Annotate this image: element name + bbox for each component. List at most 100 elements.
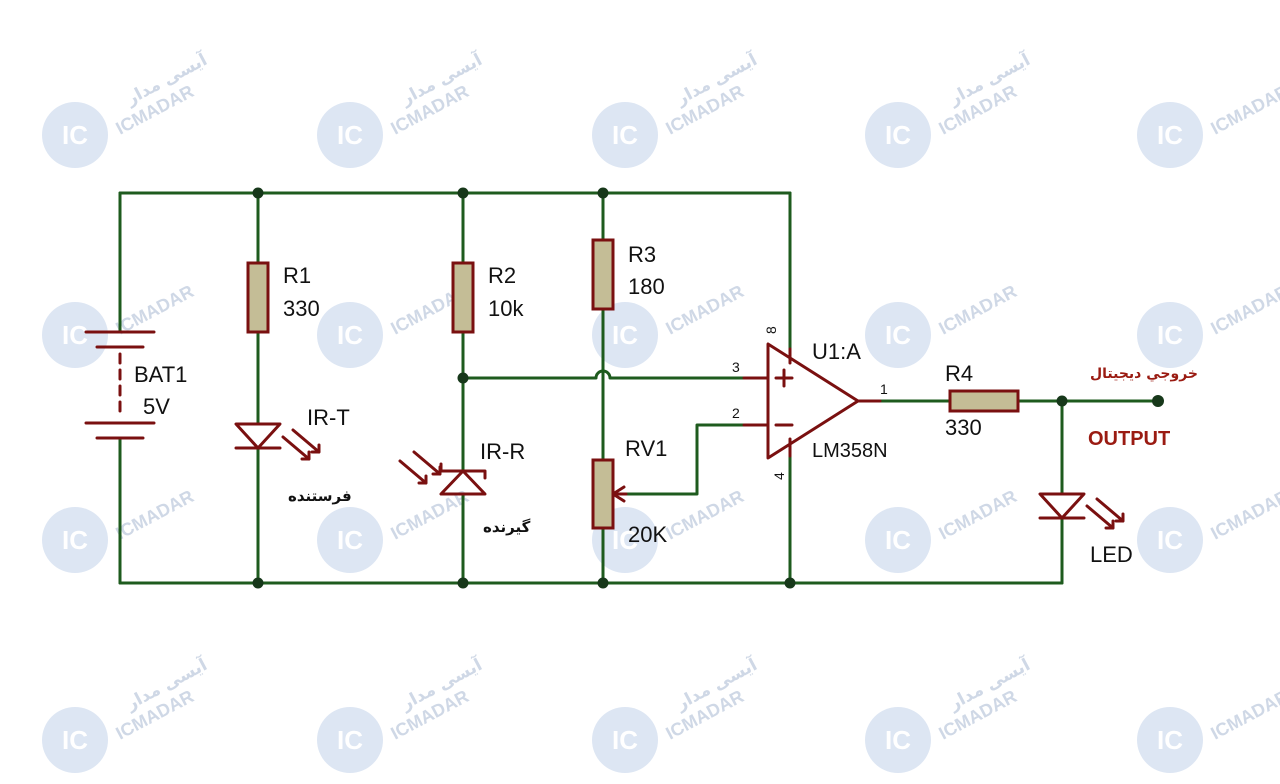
watermark-logo bbox=[42, 707, 108, 773]
wiper-arrow-icon bbox=[611, 485, 628, 503]
watermark-logo bbox=[865, 507, 931, 573]
resistor-r1: R1 330 bbox=[246, 261, 320, 334]
junction-node bbox=[457, 577, 469, 589]
svg-text:IC: IC bbox=[885, 725, 911, 755]
r4-name: R4 bbox=[945, 361, 973, 386]
svg-text:IC: IC bbox=[337, 320, 363, 350]
ir-t-label-fa: فرستنده bbox=[288, 487, 352, 505]
battery-bat1: BAT1 5V bbox=[84, 330, 187, 440]
watermark-logo bbox=[1137, 507, 1203, 573]
junction-node bbox=[252, 577, 264, 589]
watermark-layer: IC ICMADAR آیسی مدار IC ICMADAR آیسی مدا… bbox=[42, 48, 1280, 773]
ir-transmitter-diode: IR-T فرستنده bbox=[234, 405, 352, 505]
svg-text:IC: IC bbox=[1157, 120, 1183, 150]
pin-1-label: 1 bbox=[880, 381, 888, 397]
junction-node bbox=[784, 577, 796, 589]
svg-text:ICMADAR: ICMADAR bbox=[935, 281, 1019, 339]
watermark-logo bbox=[592, 707, 658, 773]
watermark-logo bbox=[592, 102, 658, 168]
watermark-logo bbox=[1137, 302, 1203, 368]
svg-text:IC: IC bbox=[337, 120, 363, 150]
svg-text:ICMADAR: ICMADAR bbox=[1207, 486, 1280, 544]
plus-input-wire bbox=[461, 369, 770, 380]
svg-text:ICMADAR: ICMADAR bbox=[1207, 281, 1280, 339]
svg-text:ICMADAR: ICMADAR bbox=[1207, 686, 1280, 744]
junction-node bbox=[597, 577, 609, 589]
pin-4-label: 4 bbox=[771, 472, 787, 480]
u1-part: LM358N bbox=[812, 440, 888, 462]
svg-text:ICMADAR: ICMADAR bbox=[662, 281, 746, 339]
rv1-name: RV1 bbox=[625, 436, 667, 461]
pin-2-label: 2 bbox=[732, 405, 740, 421]
watermark-logo bbox=[317, 102, 383, 168]
r4-value: 330 bbox=[945, 415, 982, 440]
watermark-logo bbox=[42, 302, 108, 368]
emit-arrow-icon bbox=[1095, 497, 1125, 523]
svg-text:IC: IC bbox=[62, 725, 88, 755]
watermark-logo bbox=[42, 102, 108, 168]
op-amp-u1: U1:A LM358N 3 2 1 8 4 bbox=[732, 326, 888, 480]
svg-text:IC: IC bbox=[885, 320, 911, 350]
watermark-logo bbox=[1137, 102, 1203, 168]
junction-node bbox=[597, 187, 609, 199]
resistor-r2: R2 10k bbox=[451, 261, 524, 334]
watermark-logo bbox=[592, 302, 658, 368]
output-label-en: OUTPUT bbox=[1088, 428, 1170, 450]
wires bbox=[118, 191, 1160, 585]
led-name: LED bbox=[1090, 542, 1133, 567]
r2-value: 10k bbox=[488, 296, 524, 321]
receive-arrow-icon bbox=[398, 459, 428, 485]
output-label-fa: خروجي ديجيتال bbox=[1090, 366, 1198, 382]
ir-r-label-fa: گیرنده bbox=[483, 518, 531, 536]
watermark-logo bbox=[317, 707, 383, 773]
watermark-logo bbox=[317, 302, 383, 368]
svg-text:IC: IC bbox=[62, 120, 88, 150]
r3-value: 180 bbox=[628, 274, 665, 299]
emit-arrow-icon bbox=[281, 435, 311, 461]
r1-name: R1 bbox=[283, 263, 311, 288]
svg-text:ICMADAR: ICMADAR bbox=[112, 486, 196, 544]
svg-text:ICMADAR: ICMADAR bbox=[112, 281, 196, 339]
resistor-r4: R4 330 bbox=[945, 361, 1020, 440]
potentiometer-rv1: RV1 20K bbox=[591, 436, 667, 547]
r1-value: 330 bbox=[283, 296, 320, 321]
minus-input-wire bbox=[611, 423, 770, 496]
output-terminal bbox=[1152, 395, 1164, 407]
svg-text:IC: IC bbox=[885, 120, 911, 150]
junction-node bbox=[457, 187, 469, 199]
bat1-name: BAT1 bbox=[134, 362, 187, 387]
watermark-logo bbox=[865, 102, 931, 168]
watermark-logo bbox=[865, 302, 931, 368]
svg-text:IC: IC bbox=[612, 525, 638, 555]
watermark-logo bbox=[1137, 707, 1203, 773]
watermark-logo bbox=[317, 507, 383, 573]
watermark-logo bbox=[42, 507, 108, 573]
ir-receiver-diode: IR-R گیرنده bbox=[398, 439, 531, 536]
svg-text:IC: IC bbox=[1157, 725, 1183, 755]
svg-text:ICMADAR: ICMADAR bbox=[1207, 81, 1280, 139]
svg-text:IC: IC bbox=[62, 320, 88, 350]
svg-text:ICMADAR: ICMADAR bbox=[935, 486, 1019, 544]
u1-name: U1:A bbox=[812, 339, 861, 364]
junction-node bbox=[1056, 395, 1068, 407]
svg-text:IC: IC bbox=[337, 725, 363, 755]
svg-text:IC: IC bbox=[1157, 525, 1183, 555]
watermark-logo bbox=[865, 707, 931, 773]
rv1-value: 20K bbox=[628, 522, 667, 547]
resistor-r3: R3 180 bbox=[591, 238, 665, 311]
svg-text:IC: IC bbox=[612, 320, 638, 350]
svg-text:IC: IC bbox=[612, 120, 638, 150]
svg-text:IC: IC bbox=[62, 525, 88, 555]
ir-t-name: IR-T bbox=[307, 405, 350, 430]
svg-text:IC: IC bbox=[885, 525, 911, 555]
junction-node bbox=[457, 372, 469, 384]
pin-8-label: 8 bbox=[763, 326, 779, 334]
pin-3-label: 3 bbox=[732, 359, 740, 375]
output-led: LED bbox=[1038, 492, 1133, 567]
bat1-value: 5V bbox=[143, 394, 170, 419]
ir-r-name: IR-R bbox=[480, 439, 525, 464]
r3-name: R3 bbox=[628, 242, 656, 267]
emit-arrow-icon bbox=[291, 428, 321, 454]
plus-sign-icon bbox=[774, 368, 794, 388]
